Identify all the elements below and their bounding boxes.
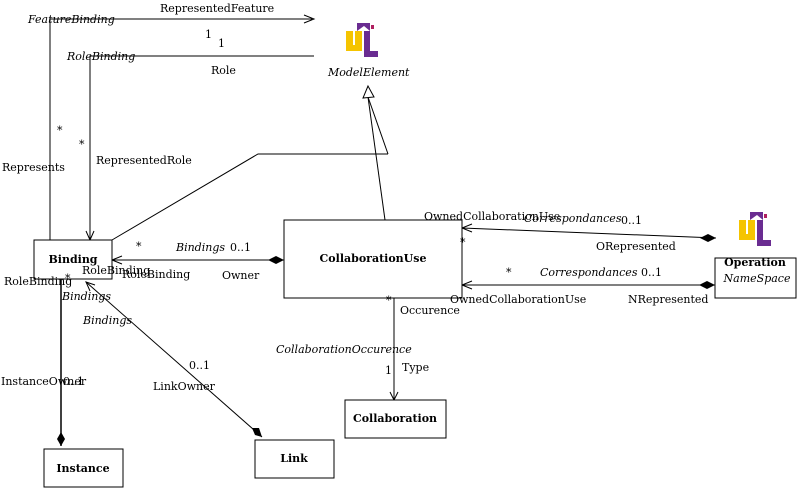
label-star-left: *: [57, 124, 63, 137]
label-o-represented: ORepresented: [596, 240, 676, 253]
label-owner: Owner: [222, 269, 260, 282]
label-mult-01-link: 0..1: [189, 359, 210, 372]
label-represented-feature: RepresentedFeature: [160, 2, 274, 15]
label-star-corr-bottom: *: [506, 266, 512, 279]
label-instance-owner: InstanceOwner: [1, 375, 87, 388]
label-star-bind: *: [136, 240, 142, 253]
label-mult-1-type: 1: [385, 364, 392, 377]
class-collaboration-use-name: CollaborationUse: [320, 252, 427, 265]
class-collaboration-use[interactable]: CollaborationUse: [283, 219, 463, 299]
label-n-represented: NRepresented: [628, 293, 708, 306]
label-star-occ: *: [386, 294, 392, 307]
label-role-binding-left: RoleBinding: [4, 275, 72, 288]
model-element-label: ModelElement: [327, 66, 410, 79]
label-star-corr-top: *: [460, 236, 466, 249]
represented-feature-association: [49, 14, 316, 240]
generalization-collaborationuse: [111, 84, 389, 241]
label-star-below: *: [65, 272, 71, 285]
label-bindings-mid: Bindings: [61, 290, 111, 303]
label-represented-role: RepresentedRole: [96, 154, 192, 167]
label-role: Role: [211, 64, 236, 77]
label-mult-1a: 1: [205, 28, 212, 41]
uml-logo-icon: [346, 23, 378, 57]
class-link[interactable]: Link: [254, 439, 335, 479]
label-star-mid: *: [79, 138, 85, 151]
class-collaboration[interactable]: Collaboration: [344, 399, 447, 439]
binding-link-association: [85, 281, 263, 438]
label-mult-01-corr-top: 0..1: [621, 214, 642, 227]
label-correspondances-bottom: Correspondances: [540, 266, 638, 279]
uml-logo-icon: [739, 212, 771, 246]
bindings-owner-association: [110, 255, 284, 265]
role-association: [85, 55, 314, 242]
label-occurence: Occurence: [400, 304, 460, 317]
label-role-binding-mid: RoleBinding: [82, 264, 150, 277]
class-collaboration-name: Collaboration: [353, 412, 437, 425]
class-operation-stereotype: NameSpace: [723, 272, 791, 285]
label-mult-01-inst: 0..1: [63, 375, 84, 388]
label-owned-collab-use-top: OwnedCollaborationUse: [424, 210, 560, 223]
class-link-name: Link: [280, 452, 308, 465]
label-mult-1b: 1: [218, 37, 225, 50]
label-bindings-top: Bindings: [175, 241, 225, 254]
binding-instance-association: [57, 268, 65, 446]
label-role-binding-right: RoleBinding: [122, 268, 190, 281]
class-instance-name: Instance: [56, 462, 109, 475]
label-bindings-low: Bindings: [82, 314, 132, 327]
label-feature-binding: FeatureBinding: [27, 13, 115, 26]
class-binding-name: Binding: [48, 253, 97, 266]
label-mult-01-corr-bottom: 0..1: [641, 266, 662, 279]
correspondances-bottom-association: [460, 280, 715, 290]
class-instance[interactable]: Instance: [43, 448, 124, 488]
label-represents: Represents: [2, 161, 65, 174]
label-type: Type: [402, 361, 429, 374]
label-role-binding-top: RoleBinding: [66, 50, 135, 63]
correspondances-top-association: [460, 223, 717, 242]
class-operation[interactable]: Operation NameSpace: [714, 256, 797, 299]
class-binding[interactable]: Binding: [33, 239, 113, 280]
label-link-owner: LinkOwner: [153, 380, 216, 393]
label-collaboration-occurence: CollaborationOccurence: [276, 343, 412, 356]
label-mult-01-bind: 0..1: [230, 241, 251, 254]
class-operation-name: Operation: [724, 256, 786, 269]
label-owned-collab-use-bottom: OwnedCollaborationUse: [450, 293, 586, 306]
label-correspondances-top: Correspondances: [524, 212, 622, 225]
